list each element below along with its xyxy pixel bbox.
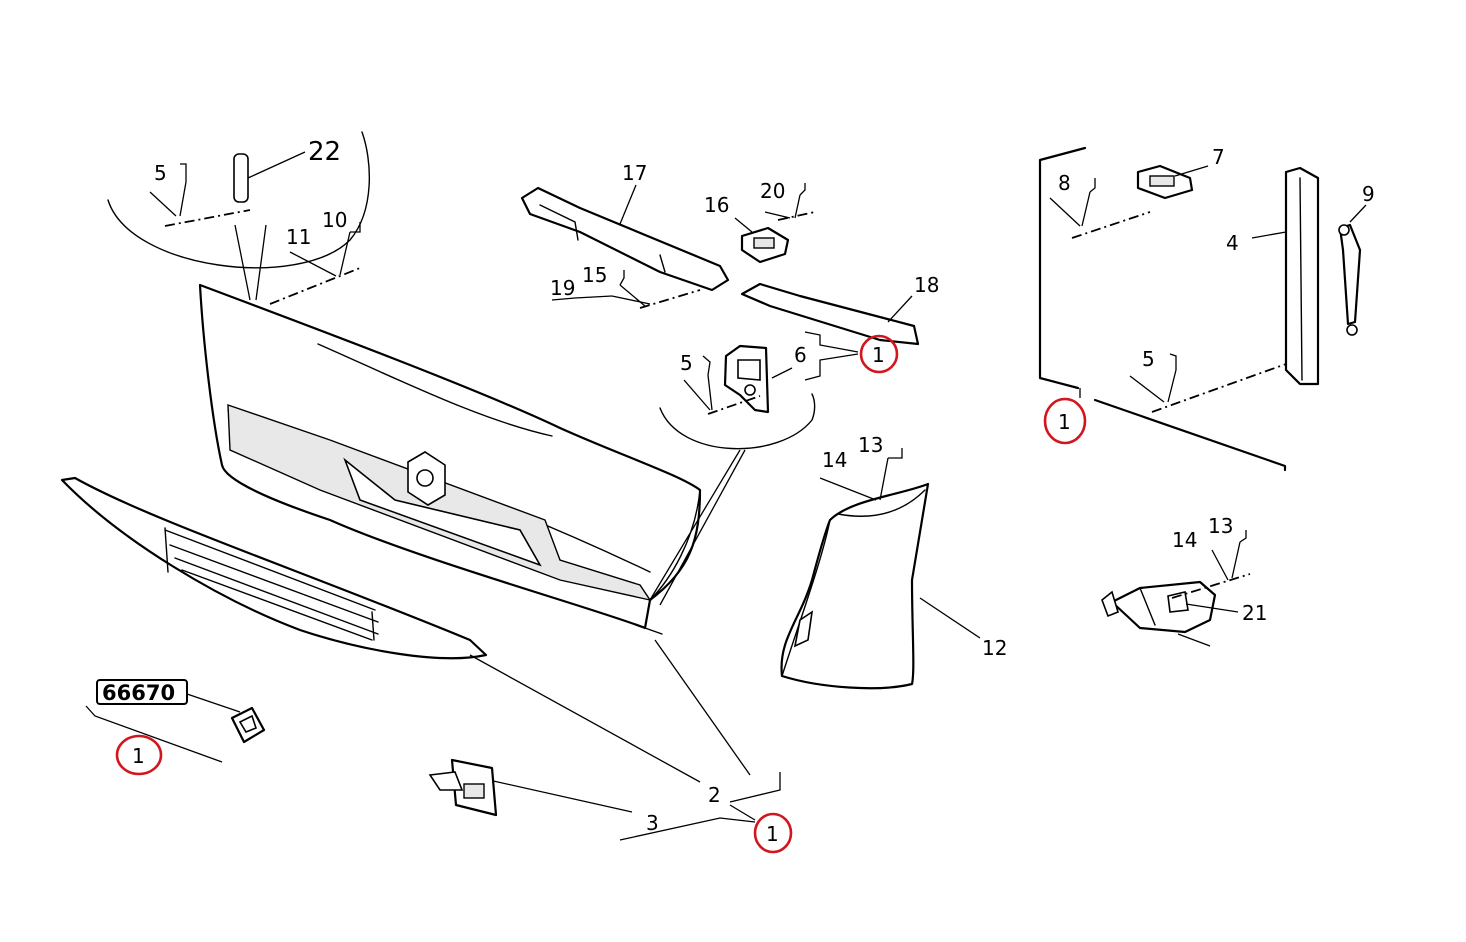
front-panel bbox=[198, 283, 702, 635]
bracket-part-3 bbox=[428, 758, 498, 817]
label-3: 3 bbox=[646, 811, 659, 835]
part-code-box bbox=[96, 679, 188, 705]
leader-group-bottom bbox=[479, 772, 781, 841]
red-circle-icon bbox=[115, 734, 163, 776]
label-18: 18 bbox=[914, 273, 939, 297]
callout-bubble-top-left bbox=[107, 131, 371, 301]
strip-part-22 bbox=[233, 153, 249, 203]
label-22: 22 bbox=[308, 137, 341, 167]
item-labels: 5 22 11 10 17 16 20 19 15 18 5 6 8 7 9 4… bbox=[102, 137, 1375, 835]
label-21: 21 bbox=[1242, 601, 1267, 625]
label-5-top-left: 5 bbox=[154, 161, 167, 185]
label-10: 10 bbox=[322, 208, 347, 232]
side-panel-section bbox=[1038, 146, 1367, 472]
rail-18 bbox=[740, 282, 920, 346]
label-1-bottom: 1 bbox=[766, 822, 779, 846]
leader-panel-2 bbox=[654, 639, 751, 776]
fastener-19-15 bbox=[551, 270, 701, 309]
label-11: 11 bbox=[286, 225, 311, 249]
lower-grille bbox=[60, 476, 701, 783]
label-8: 8 bbox=[1058, 171, 1071, 195]
fastener-11-10 bbox=[269, 222, 361, 305]
hinge-bracket-callout bbox=[649, 344, 816, 606]
leader-group-6 bbox=[771, 331, 859, 381]
label-7: 7 bbox=[1212, 145, 1225, 169]
label-5-right: 5 bbox=[1142, 347, 1155, 371]
label-20: 20 bbox=[760, 179, 785, 203]
label-13-right: 13 bbox=[1208, 514, 1233, 538]
hinge-part-21 bbox=[1101, 530, 1251, 647]
label-12: 12 bbox=[982, 636, 1007, 660]
label-1-middle: 1 bbox=[872, 343, 885, 367]
label-5-middle: 5 bbox=[680, 351, 693, 375]
label-17: 17 bbox=[622, 161, 647, 185]
fastener-20 bbox=[764, 183, 816, 221]
label-13-middle: 13 bbox=[858, 433, 883, 457]
label-6: 6 bbox=[794, 343, 807, 367]
upper-rail-17 bbox=[520, 184, 730, 292]
part-code-label: 66670 bbox=[102, 681, 175, 705]
highlight-marker-middle: 1 bbox=[859, 334, 899, 374]
highlight-marker-left: 1 bbox=[115, 734, 163, 776]
red-circle-icon bbox=[1043, 397, 1087, 445]
label-2: 2 bbox=[708, 783, 721, 807]
label-15: 15 bbox=[582, 263, 607, 287]
label-19: 19 bbox=[550, 276, 575, 300]
clip-16 bbox=[734, 217, 790, 264]
label-14-middle: 14 bbox=[822, 448, 847, 472]
label-16: 16 bbox=[704, 193, 729, 217]
red-circle-icon bbox=[859, 334, 899, 374]
highlight-marker-right: 1 bbox=[1043, 397, 1087, 445]
label-9: 9 bbox=[1362, 182, 1375, 206]
clip-66670 bbox=[85, 679, 266, 763]
label-14-right: 14 bbox=[1172, 528, 1197, 552]
corner-panel-12 bbox=[780, 448, 981, 690]
highlight-marker-bottom: 1 bbox=[753, 812, 793, 854]
label-1-left: 1 bbox=[132, 744, 145, 768]
label-4: 4 bbox=[1226, 231, 1239, 255]
label-1-right: 1 bbox=[1058, 410, 1071, 434]
red-circle-icon bbox=[753, 812, 793, 854]
